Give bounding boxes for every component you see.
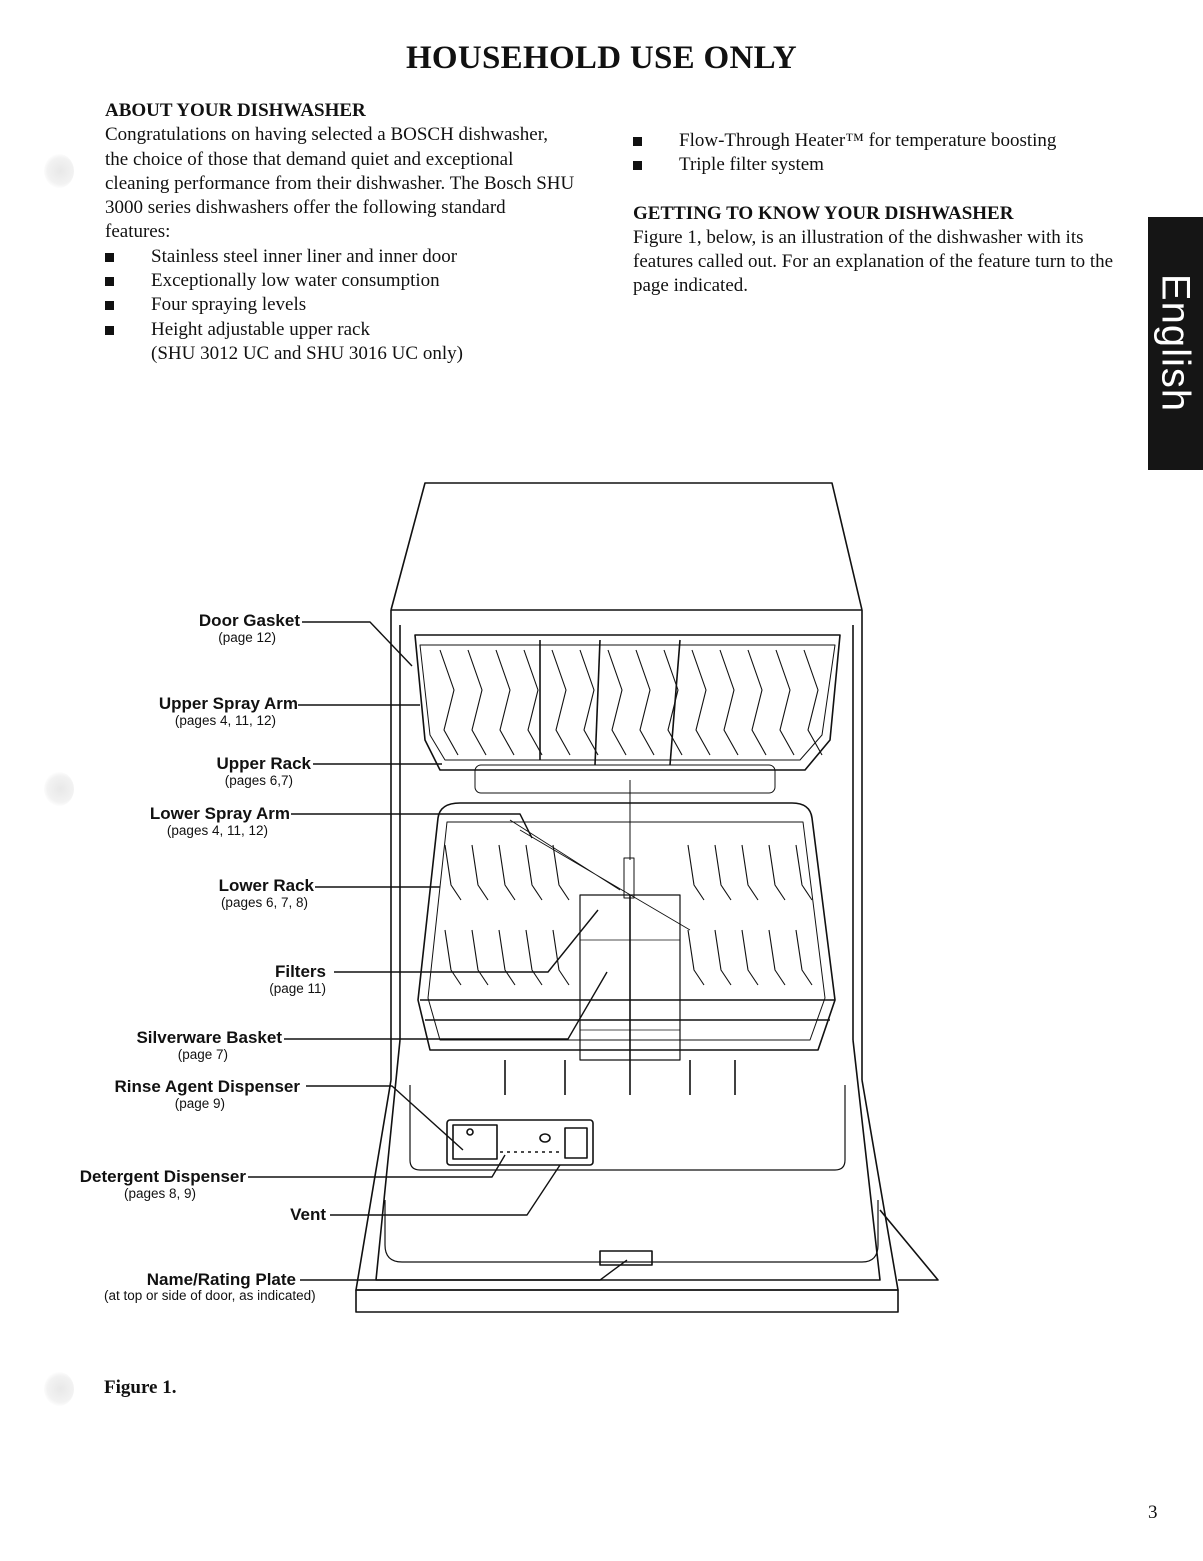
about-section: ABOUT YOUR DISHWASHER Congratulations on…	[105, 99, 575, 366]
dishwasher-tub	[390, 610, 863, 1171]
callout-lower-spray-arm: Lower Spray Arm (pages 4, 11, 12)	[149, 804, 290, 838]
rack-tine	[714, 844, 732, 901]
callout-name-rating-plate-ref: (at top or side of door, as indicated)	[104, 1288, 316, 1303]
rack-tine	[444, 844, 462, 901]
rack-tine	[803, 649, 823, 756]
feature-list-continued: Flow-Through Heater™ for temperature boo…	[633, 129, 1123, 178]
callout-silverware-basket: Silverware Basket (page 7)	[136, 1028, 282, 1062]
rack-tine	[691, 649, 711, 756]
list-item: Stainless steel inner liner and inner do…	[105, 245, 575, 269]
getting-to-know-paragraph: Figure 1, below, is an illustration of t…	[633, 226, 1114, 297]
callout-detergent-dispenser: Detergent Dispenser (pages 8, 9)	[79, 1167, 246, 1201]
rack-tine	[471, 844, 489, 901]
rack-tine	[775, 649, 795, 756]
rack-tine	[552, 929, 570, 986]
binder-hole-icon	[44, 154, 74, 188]
rack-tine	[467, 649, 487, 756]
language-tab	[1148, 217, 1203, 470]
lower-rack	[417, 780, 836, 1095]
list-item: Height adjustable upper rack(SHU 3012 UC…	[105, 318, 575, 367]
bullet-square-icon	[105, 277, 114, 287]
getting-to-know-heading: GETTING TO KNOW YOUR DISHWASHER	[633, 202, 1014, 224]
rack-tine	[444, 929, 462, 986]
name-rating-plate	[599, 1250, 653, 1266]
callout-rinse-agent-dispenser: Rinse Agent Dispenser (page 9)	[114, 1077, 300, 1111]
rack-tine	[687, 929, 705, 986]
dishwasher-top	[390, 482, 863, 611]
list-item: Triple filter system	[633, 153, 1123, 177]
right-column: Flow-Through Heater™ for temperature boo…	[633, 129, 1123, 299]
rack-tine	[795, 929, 813, 986]
bullet-square-icon	[105, 252, 114, 262]
rack-tine	[498, 929, 516, 986]
callout-name-rating-plate: Name/Rating Plate	[146, 1270, 296, 1289]
rack-tine	[525, 929, 543, 986]
rack-tine	[747, 649, 767, 756]
feature-note: (SHU 3012 UC and SHU 3016 UC only)	[151, 342, 463, 364]
rack-tine	[714, 929, 732, 986]
binder-hole-icon	[44, 772, 74, 806]
rack-tine	[498, 844, 516, 901]
callout-upper-rack: Upper Rack (pages 6,7)	[216, 754, 311, 788]
rack-tine	[795, 844, 813, 901]
feature-list: Stainless steel inner liner and inner do…	[105, 245, 575, 366]
rack-tine	[607, 649, 627, 756]
rack-tine	[552, 844, 570, 901]
about-heading: ABOUT YOUR DISHWASHER	[105, 100, 366, 121]
bullet-square-icon	[105, 325, 114, 335]
figure-caption: Figure 1.	[104, 1377, 177, 1398]
rack-tine	[525, 844, 543, 901]
rack-tine	[719, 649, 739, 756]
rack-tine	[439, 649, 459, 756]
binder-hole-icon	[44, 1372, 74, 1406]
list-item: Flow-Through Heater™ for temperature boo…	[633, 129, 1123, 153]
rack-tine	[663, 649, 683, 756]
callout-vent: Vent	[290, 1205, 326, 1224]
page-title: HOUSEHOLD USE ONLY	[405, 40, 798, 76]
rack-tine	[551, 649, 571, 756]
list-item: Four spraying levels	[105, 293, 575, 317]
callout-lower-rack: Lower Rack (pages 6, 7, 8)	[218, 876, 314, 910]
page-number: 3	[1148, 1502, 1158, 1523]
callout-leaders	[248, 621, 628, 1281]
callout-filters: Filters (page 11)	[269, 962, 326, 996]
upper-rack	[414, 634, 841, 794]
rack-tine	[495, 649, 515, 756]
rack-tine	[768, 844, 786, 901]
rack-tine	[523, 649, 543, 756]
bullet-square-icon	[633, 161, 642, 171]
rack-tine	[768, 929, 786, 986]
bullet-square-icon	[633, 137, 642, 146]
rack-tine	[471, 929, 489, 986]
rack-tine	[741, 929, 759, 986]
rack-tine	[579, 649, 599, 756]
dishwasher-door	[355, 1039, 939, 1313]
about-paragraph: Congratulations on having selected a BOS…	[105, 124, 575, 243]
callout-door-gasket: Door Gasket (page 12)	[198, 611, 300, 645]
dispenser-panel	[446, 1119, 594, 1166]
bullet-square-icon	[105, 301, 114, 311]
callout-upper-spray-arm: Upper Spray Arm (pages 4, 11, 12)	[158, 694, 298, 728]
rack-tine	[687, 844, 705, 901]
list-item: Exceptionally low water consumption	[105, 269, 575, 293]
rack-tine	[635, 649, 655, 756]
rack-tine	[741, 844, 759, 901]
